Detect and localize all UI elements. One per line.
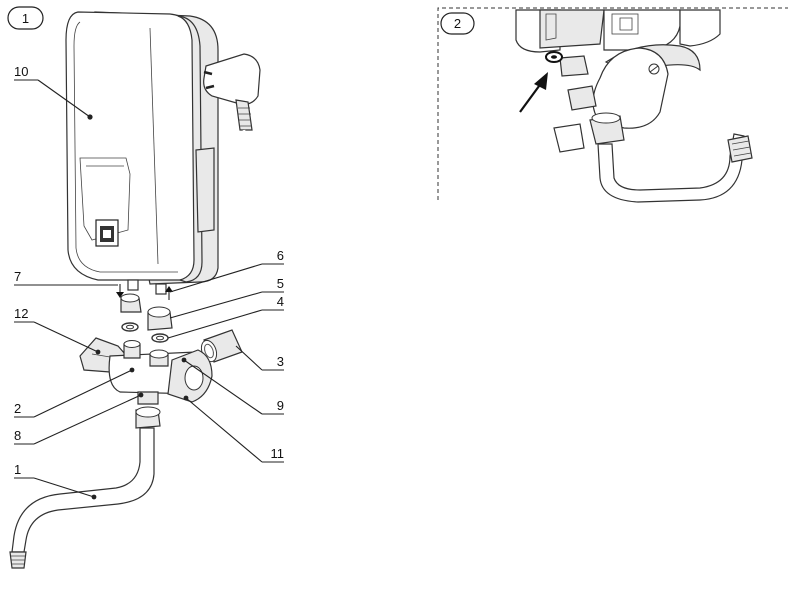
callout-5: 5 xyxy=(277,276,284,291)
figure-2-number: 2 xyxy=(454,16,461,31)
water-connectors xyxy=(116,279,173,300)
figure-2: 2 xyxy=(437,7,788,203)
callout-leaders xyxy=(14,79,284,498)
callout-12: 12 xyxy=(14,306,28,321)
callout-9: 9 xyxy=(277,398,284,413)
indicator-arrow xyxy=(519,72,548,113)
callout-8: 8 xyxy=(14,428,21,443)
figure-1-badge: 1 xyxy=(7,6,44,30)
callout-10: 10 xyxy=(14,64,28,79)
spout-part-1 xyxy=(9,406,161,569)
figure-1-number: 1 xyxy=(22,11,29,26)
water-heater-unit xyxy=(65,11,219,285)
figure-2-frame xyxy=(437,7,788,200)
gasket-small xyxy=(121,322,139,332)
callout-4: 4 xyxy=(277,294,284,309)
sleeve-part-3 xyxy=(200,329,243,363)
callout-3: 3 xyxy=(277,354,284,369)
nut-part-7 xyxy=(120,293,142,313)
valve-body xyxy=(79,337,213,405)
nut-part-5 xyxy=(147,306,173,331)
gasket-part-4 xyxy=(151,333,169,343)
callout-7: 7 xyxy=(14,269,21,284)
figure-2-valve-assembly xyxy=(545,44,753,203)
power-plug-cable xyxy=(196,53,261,294)
figure-2-badge: 2 xyxy=(440,12,475,35)
callout-11: 11 xyxy=(271,446,285,461)
figure-1: 1 xyxy=(7,6,284,569)
callout-6: 6 xyxy=(277,248,284,263)
figure-2-unit-bottom xyxy=(515,9,721,53)
callout-1: 1 xyxy=(14,462,21,477)
callout-labels: 10 7 6 5 4 12 3 2 9 8 11 1 xyxy=(14,64,284,477)
callout-2: 2 xyxy=(14,401,21,416)
